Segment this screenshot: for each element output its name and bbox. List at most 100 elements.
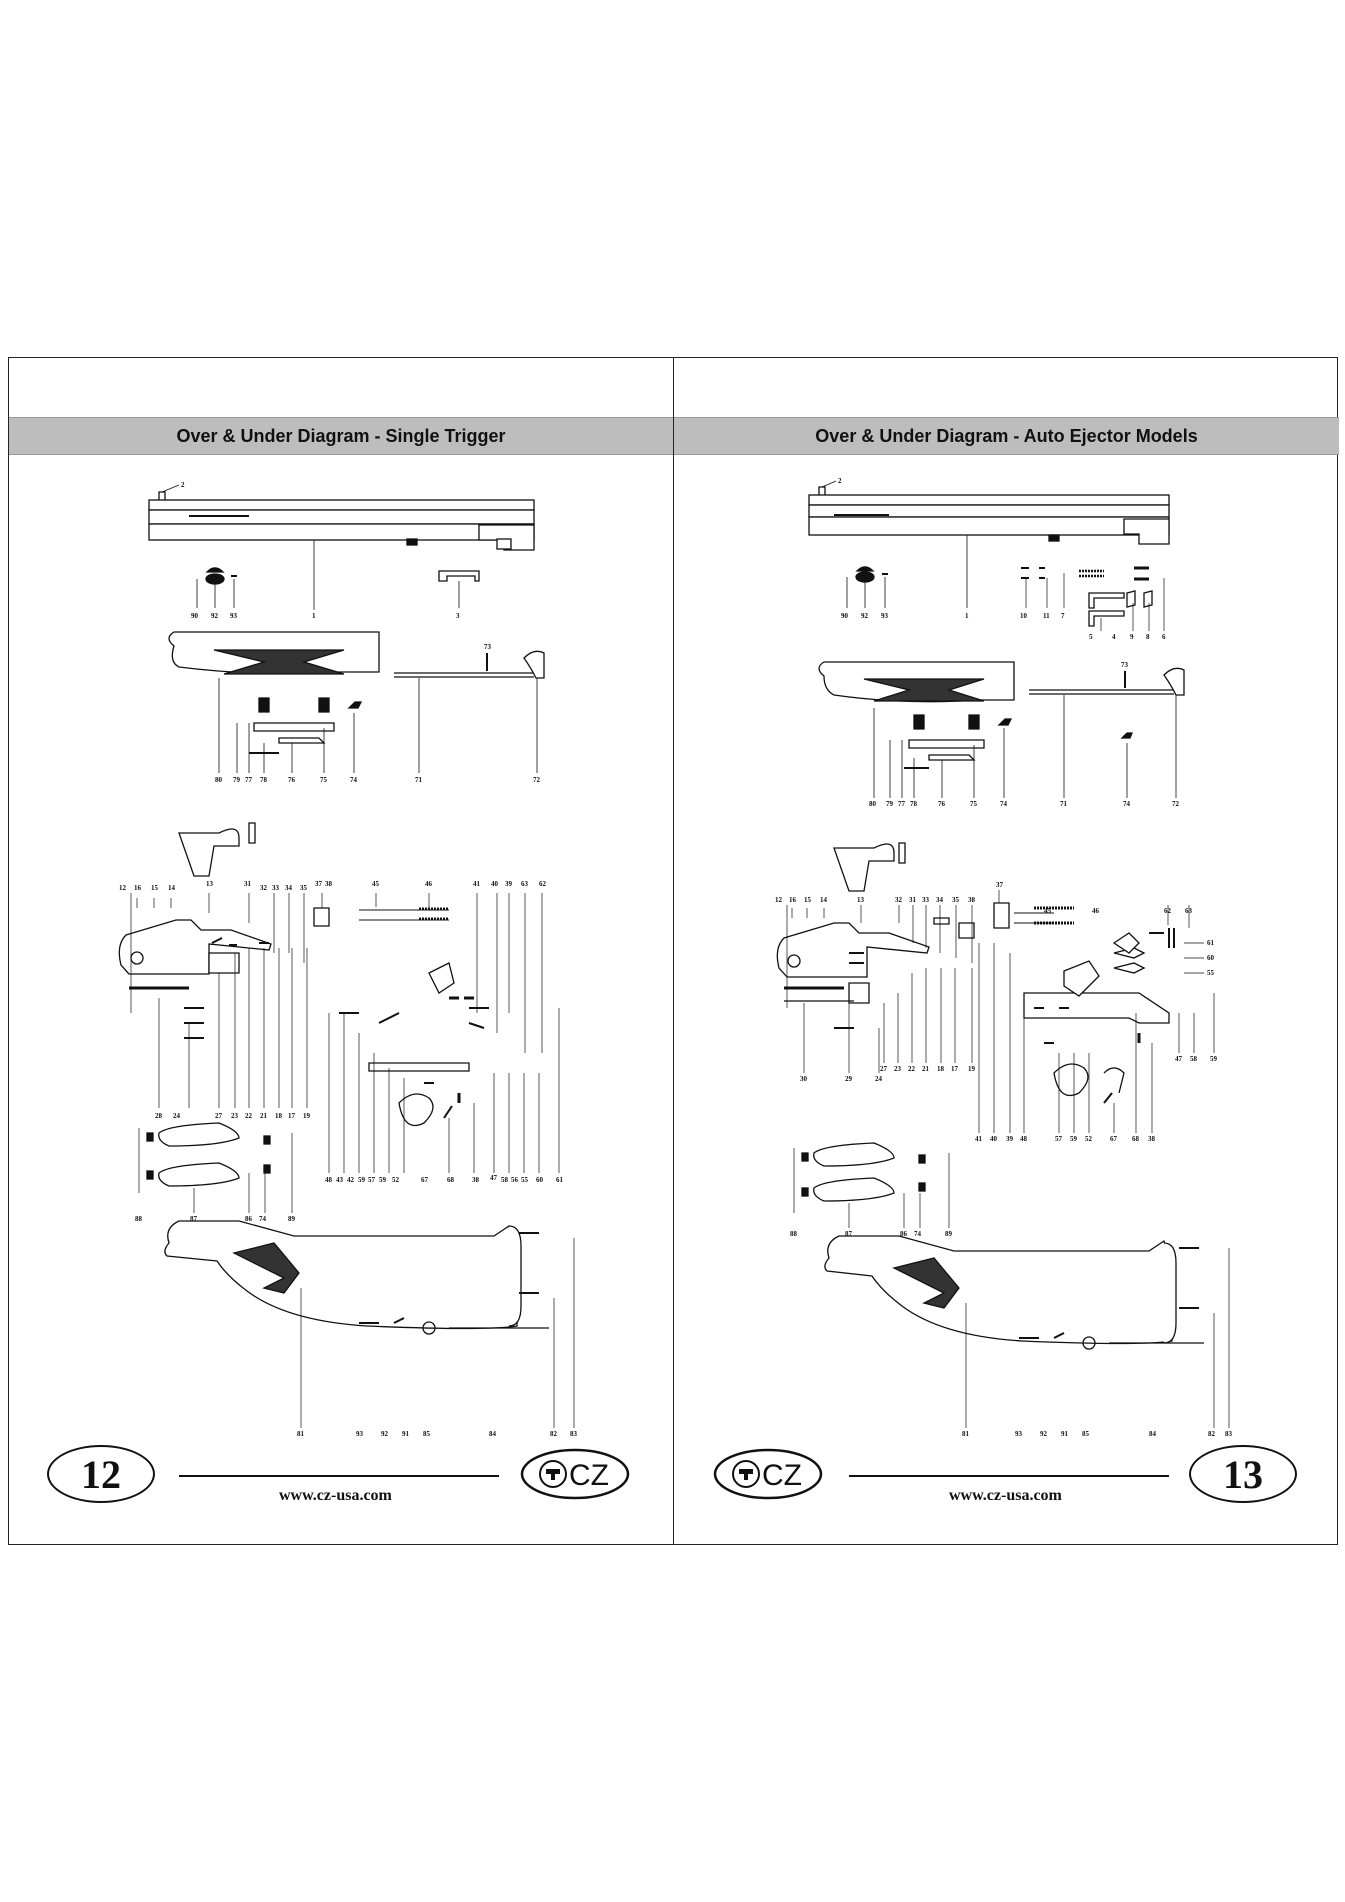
callout-action-top-10: 37 xyxy=(315,880,323,888)
callout-action-right-6: 52 xyxy=(1085,1135,1093,1143)
callout-action-left-4: 22 xyxy=(245,1112,253,1120)
cz-logo: CZ xyxy=(713,1448,823,1500)
callout-stock-2: 92 xyxy=(381,1430,389,1438)
callout-action-top-1: 16 xyxy=(789,896,797,904)
callout-action-right-9: 38 xyxy=(1148,1135,1156,1143)
callout-action-top-13: 46 xyxy=(1092,907,1100,915)
callout-barrel-1: 90 xyxy=(841,612,849,620)
callout-action-left-0: 30 xyxy=(800,1075,808,1083)
callout-barrel-7: 7 xyxy=(1061,612,1065,620)
callout-barrel-2: 92 xyxy=(211,612,219,620)
website-link[interactable]: www.cz-usa.com xyxy=(949,1487,1062,1504)
callout-action-top-14: 62 xyxy=(1164,907,1172,915)
callout-action-right-1: 43 xyxy=(336,1176,344,1184)
callout-forend-7: 74 xyxy=(350,776,358,784)
callout-action-right-6: 52 xyxy=(392,1176,400,1184)
callout-action-right-8: 68 xyxy=(447,1176,455,1184)
callout-forend-9: 72 xyxy=(533,776,541,784)
callout-action-right-12: 56 xyxy=(511,1176,519,1184)
callout-action-top-2: 15 xyxy=(804,896,812,904)
callout-action-top-11: 37 xyxy=(996,881,1004,889)
action-leader-lines xyxy=(786,890,1215,1133)
callout-action-top-17: 60 xyxy=(1207,954,1215,962)
callout-action-top-3: 14 xyxy=(820,896,828,904)
callout-action-top-13: 46 xyxy=(425,880,433,888)
callout-action-right-8: 68 xyxy=(1132,1135,1140,1143)
callout-action-top-15: 63 xyxy=(1185,907,1193,915)
callout-barrel-0: 2 xyxy=(181,481,185,489)
callout-action-top-9: 35 xyxy=(300,884,308,892)
callout-barrel-3: 93 xyxy=(881,612,889,620)
callout-stock-1: 93 xyxy=(1015,1430,1023,1438)
callout-barrel-5: 10 xyxy=(1020,612,1028,620)
callout-action-top-9: 35 xyxy=(952,896,960,904)
callout-action-top-17: 63 xyxy=(521,880,529,888)
callout-action-right-5: 59 xyxy=(1070,1135,1078,1143)
callout-action-left-0: 28 xyxy=(155,1112,163,1120)
callout-action-top-14: 41 xyxy=(473,880,481,888)
forend-assembly xyxy=(818,661,1185,798)
callout-action-right-1: 40 xyxy=(990,1135,998,1143)
callout-stock-7: 83 xyxy=(570,1430,578,1438)
callout-barrel-6: 11 xyxy=(1043,612,1050,620)
callout-stock-5: 84 xyxy=(1149,1430,1157,1438)
callout-action-top-2: 15 xyxy=(151,884,159,892)
callout-action-top-1: 16 xyxy=(134,884,142,892)
callout-grips-3: 74 xyxy=(259,1215,267,1223)
callout-barrel-4: 1 xyxy=(312,612,316,620)
callout-action-top-11: 38 xyxy=(325,880,333,888)
footer-rule xyxy=(179,1475,499,1477)
cz-logo: CZ xyxy=(520,1448,630,1500)
page-number: 13 xyxy=(1223,1451,1263,1497)
callout-barrel-10: 9 xyxy=(1130,633,1134,641)
callout-grips-1: 87 xyxy=(190,1215,198,1223)
website-link[interactable]: www.cz-usa.com xyxy=(279,1487,392,1504)
butt-stock xyxy=(824,1235,1230,1428)
page-footer: 12 www.cz-usa.com CZ xyxy=(9,1445,673,1515)
trigger-guard-grips xyxy=(138,1122,293,1213)
page-footer: CZ www.cz-usa.com 13 xyxy=(674,1445,1339,1515)
callout-action-top-10: 38 xyxy=(968,896,976,904)
barrel-small-parts xyxy=(196,567,480,608)
callout-action-right-2: 42 xyxy=(347,1176,355,1184)
barrel-assembly xyxy=(148,484,535,610)
callout-forend-2: 79 xyxy=(886,800,894,808)
callout-forend-5: 76 xyxy=(938,800,946,808)
barrel-small-parts xyxy=(846,566,1165,631)
callout-action-top-8: 34 xyxy=(285,884,293,892)
page-12: Over & Under Diagram - Single Trigger xyxy=(9,358,674,1544)
callout-grips-4: 89 xyxy=(945,1230,953,1238)
callout-action-right-2: 39 xyxy=(1006,1135,1014,1143)
callout-stock-4: 85 xyxy=(423,1430,431,1438)
callout-action-right-15: 61 xyxy=(556,1176,564,1184)
callout-labels: 2 90 92 93 1 3 73 80 79 77 78 76 75 74 7… xyxy=(119,481,578,1438)
callout-action-right-3: 59 xyxy=(358,1176,366,1184)
callout-action-top-15: 40 xyxy=(491,880,499,888)
callout-forend-1: 80 xyxy=(869,800,877,808)
callout-action-top-5: 31 xyxy=(244,880,252,888)
callout-action-right-12: 59 xyxy=(1210,1055,1218,1063)
callout-stock-6: 82 xyxy=(1208,1430,1216,1438)
barrel-assembly xyxy=(808,480,1170,608)
callout-action-top-7: 33 xyxy=(922,896,930,904)
action-assembly xyxy=(118,822,489,1127)
callout-forend-3: 77 xyxy=(898,800,906,808)
callout-action-right-11: 58 xyxy=(501,1176,509,1184)
callout-action-right-9: 38 xyxy=(472,1176,480,1184)
callout-action-left-3: 23 xyxy=(231,1112,239,1120)
callout-stock-3: 91 xyxy=(1061,1430,1069,1438)
callout-stock-0: 81 xyxy=(962,1430,970,1438)
callout-action-top-0: 12 xyxy=(119,884,127,892)
callout-stock-3: 91 xyxy=(402,1430,410,1438)
callout-barrel-11: 8 xyxy=(1146,633,1150,641)
callout-barrel-3: 93 xyxy=(230,612,238,620)
callout-forend-8: 71 xyxy=(1060,800,1068,808)
page-number-badge: 12 xyxy=(47,1445,155,1503)
callout-action-right-10: 47 xyxy=(1175,1055,1183,1063)
action-assembly xyxy=(776,842,1175,1104)
callout-grips-3: 74 xyxy=(914,1230,922,1238)
page-number-badge: 13 xyxy=(1189,1445,1297,1503)
callout-action-left-8: 17 xyxy=(951,1065,959,1073)
callout-action-top-3: 14 xyxy=(168,884,176,892)
callout-forend-6: 75 xyxy=(970,800,978,808)
